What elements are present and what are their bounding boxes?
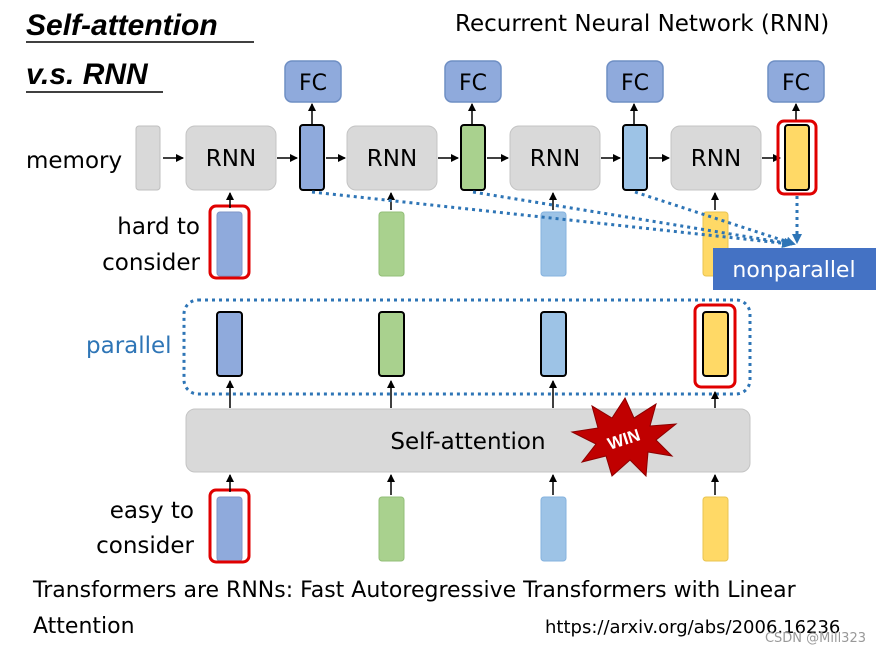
- rnn-label-1: RNN: [206, 146, 256, 172]
- self-attention-label: Self-attention: [390, 429, 545, 455]
- fc-label-3: FC: [621, 71, 649, 96]
- highlight-sa-output-4: [693, 303, 737, 389]
- hidden-vector-4: [784, 124, 810, 191]
- sa-input-vector-3: [540, 496, 567, 562]
- watermark: CSDN @Mill323: [765, 631, 866, 646]
- rnn-heading: Recurrent Neural Network (RNN): [455, 11, 829, 37]
- fc-label-2: FC: [459, 71, 487, 96]
- rnn-label-2: RNN: [367, 146, 417, 172]
- hidden-vector-2: [460, 124, 486, 191]
- hard-to-consider-line2: consider: [102, 250, 200, 276]
- sa-output-vector-1: [216, 311, 243, 377]
- sa-input-vector-4: [702, 496, 729, 562]
- sa-input-vector-1: [216, 496, 243, 562]
- parallel-label: parallel: [86, 333, 172, 359]
- reference-url[interactable]: https://arxiv.org/abs/2006.16236: [545, 617, 840, 638]
- easy-to-consider-line1: easy to: [110, 498, 194, 524]
- sa-input-vector-2: [378, 496, 405, 562]
- fc-label-4: FC: [782, 71, 810, 96]
- memory-label: memory: [26, 148, 122, 174]
- win-badge: WIN: [570, 396, 678, 478]
- rnn-block-4: RNN: [670, 125, 762, 191]
- rnn-input-vector-1: [216, 211, 243, 277]
- rnn-block-3: RNN: [509, 125, 601, 191]
- fc-box-4: FC: [767, 60, 825, 103]
- highlight-hidden-vector-4: [776, 119, 818, 196]
- title-line1: Self-attention: [26, 9, 218, 42]
- hidden-vector-1: [299, 124, 325, 191]
- nonparallel-box: nonparallel: [713, 248, 876, 290]
- nonparallel-label: nonparallel: [732, 258, 855, 283]
- reference-line1: Transformers are RNNs: Fast Autoregressi…: [32, 578, 797, 603]
- rnn-block-2: RNN: [346, 125, 438, 191]
- parallel-dotted-frame: [182, 298, 752, 396]
- fc-label-1: FC: [299, 71, 327, 96]
- self-attention-block: Self-attention: [185, 408, 751, 473]
- win-burst-star: [570, 396, 678, 478]
- title-line2: v.s. RNN: [26, 58, 149, 91]
- nonparallel-dotted-arrows: [311, 190, 802, 249]
- reference-line2: Attention: [33, 614, 135, 639]
- rnn-label-3: RNN: [530, 146, 580, 172]
- fc-box-3: FC: [606, 60, 664, 103]
- hidden-vector-3: [622, 124, 648, 191]
- easy-to-consider-line2: consider: [96, 533, 194, 559]
- rnn-input-vector-2: [378, 211, 405, 277]
- fc-box-1: FC: [284, 60, 342, 103]
- sa-output-vector-4: [702, 311, 729, 377]
- memory-block: [135, 125, 161, 191]
- hard-to-consider-line1: hard to: [117, 214, 200, 240]
- rnn-block-1: RNN: [185, 125, 277, 191]
- fc-box-2: FC: [444, 60, 502, 103]
- sa-output-vector-3: [540, 311, 567, 377]
- rnn-input-vector-3: [540, 211, 567, 277]
- sa-output-vector-2: [378, 311, 405, 377]
- rnn-label-4: RNN: [691, 146, 741, 172]
